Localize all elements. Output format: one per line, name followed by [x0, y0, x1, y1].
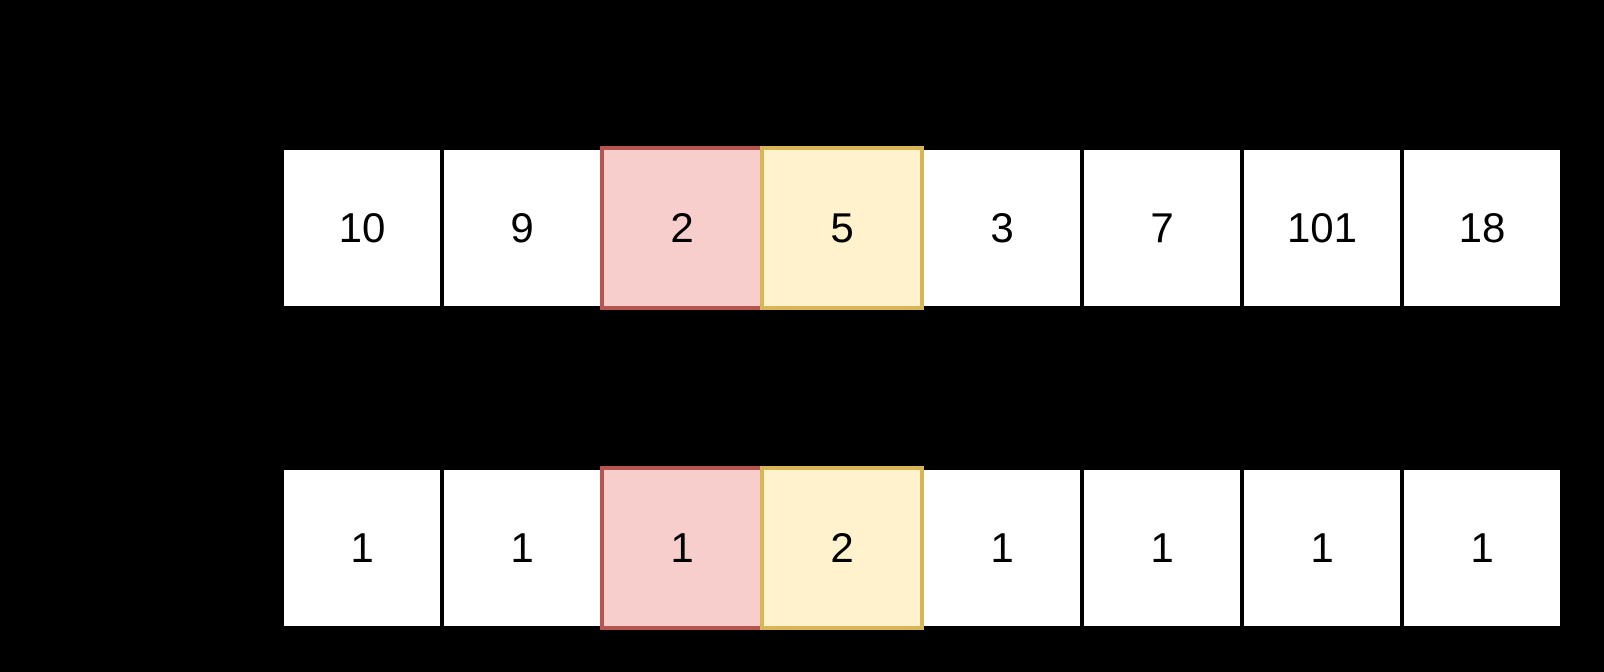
array-cell: 3 — [924, 150, 1080, 306]
array-cell: 2 — [600, 146, 764, 310]
array-cell: 1 — [600, 466, 764, 630]
array-cell: 1 — [444, 470, 600, 626]
array-cell: 2 — [760, 466, 924, 630]
array-cell: 7 — [1084, 150, 1240, 306]
array-cell: 10 — [284, 150, 440, 306]
array-cell: 1 — [1084, 470, 1240, 626]
array-cell: 1 — [924, 470, 1080, 626]
array-cell: 1 — [1244, 470, 1400, 626]
array-cell: 18 — [1404, 150, 1560, 306]
array-cell: 9 — [444, 150, 600, 306]
array-cell: 5 — [760, 146, 924, 310]
array-cell: 101 — [1244, 150, 1400, 306]
array-cell: 1 — [284, 470, 440, 626]
array-cell: 1 — [1404, 470, 1560, 626]
